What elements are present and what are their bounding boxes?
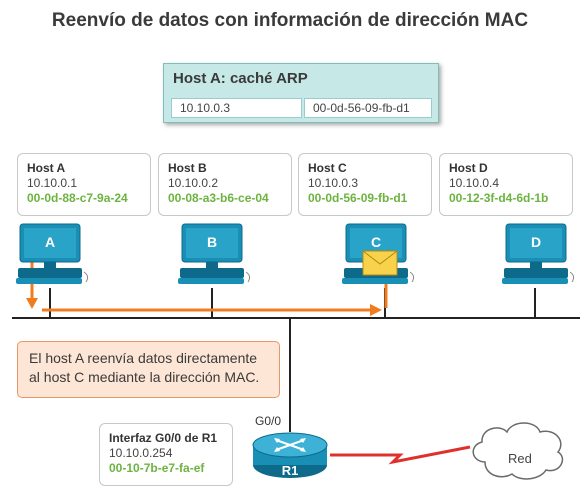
serial-link bbox=[330, 445, 471, 465]
host-c-mac: 00-0d-56-09-fb-d1 bbox=[308, 191, 408, 205]
host-a-computer-icon: A bbox=[14, 222, 94, 288]
host-b-computer-icon: B bbox=[176, 222, 256, 288]
host-a-info-box: Host A 10.10.0.1 00-0d-88-c7-9a-24 bbox=[17, 153, 151, 216]
host-c-name: Host C bbox=[308, 161, 347, 175]
host-b-letter: B bbox=[206, 234, 218, 250]
arp-cache-mac: 00-0d-56-09-fb-d1 bbox=[304, 98, 432, 118]
router-port-label: G0/0 bbox=[255, 414, 282, 428]
router-interface-info-box: Interfaz G0/0 de R1 10.10.0.254 00-10-7b… bbox=[99, 423, 233, 486]
cloud-label: Red bbox=[508, 451, 532, 466]
host-d-name: Host D bbox=[449, 161, 488, 175]
router-icon bbox=[252, 432, 328, 478]
host-d-mac: 00-12-3f-d4-6d-1b bbox=[449, 191, 549, 205]
host-d-computer-icon: D bbox=[500, 222, 580, 288]
host-a-letter: A bbox=[44, 234, 56, 250]
host-d-ip: 10.10.0.4 bbox=[449, 176, 500, 190]
router-interface-ip: 10.10.0.254 bbox=[109, 446, 173, 460]
explanation-note: El host A reenvía datos directamente al … bbox=[17, 341, 280, 398]
host-b-mac: 00-08-a3-b6-ce-04 bbox=[168, 191, 269, 205]
arp-cache-table: Host A: caché ARP 10.10.0.3 00-0d-56-09-… bbox=[163, 63, 439, 123]
host-c-ip: 10.10.0.3 bbox=[308, 176, 359, 190]
arp-cache-ip: 10.10.0.3 bbox=[171, 98, 302, 118]
host-d-letter: D bbox=[530, 234, 542, 250]
arp-cache-title: Host A: caché ARP bbox=[173, 70, 308, 87]
router-interface-title: Interfaz G0/0 de R1 bbox=[109, 431, 218, 445]
host-c-computer-icon: C bbox=[340, 222, 420, 288]
data-path-arrow bbox=[26, 253, 392, 316]
host-d-info-box: Host D 10.10.0.4 00-12-3f-d4-6d-1b bbox=[439, 153, 573, 216]
host-b-info-box: Host B 10.10.0.2 00-08-a3-b6-ce-04 bbox=[158, 153, 292, 216]
envelope-icon bbox=[362, 250, 398, 276]
host-c-info-box: Host C 10.10.0.3 00-0d-56-09-fb-d1 bbox=[298, 153, 432, 216]
note-line-1: El host A reenvía datos directamente bbox=[29, 350, 258, 366]
router-name-label: R1 bbox=[281, 463, 299, 478]
cloud-icon bbox=[472, 422, 564, 480]
host-b-ip: 10.10.0.2 bbox=[168, 176, 219, 190]
host-b-name: Host B bbox=[168, 161, 207, 175]
host-c-letter: C bbox=[370, 234, 382, 250]
diagram-title: Reenvío de datos con información de dire… bbox=[51, 10, 529, 31]
host-a-ip: 10.10.0.1 bbox=[27, 176, 78, 190]
note-line-2: al host C mediante la dirección MAC. bbox=[29, 369, 260, 385]
host-a-name: Host A bbox=[27, 161, 66, 175]
router-interface-mac: 00-10-7b-e7-fa-ef bbox=[109, 461, 205, 475]
host-a-mac: 00-0d-88-c7-9a-24 bbox=[27, 191, 128, 205]
